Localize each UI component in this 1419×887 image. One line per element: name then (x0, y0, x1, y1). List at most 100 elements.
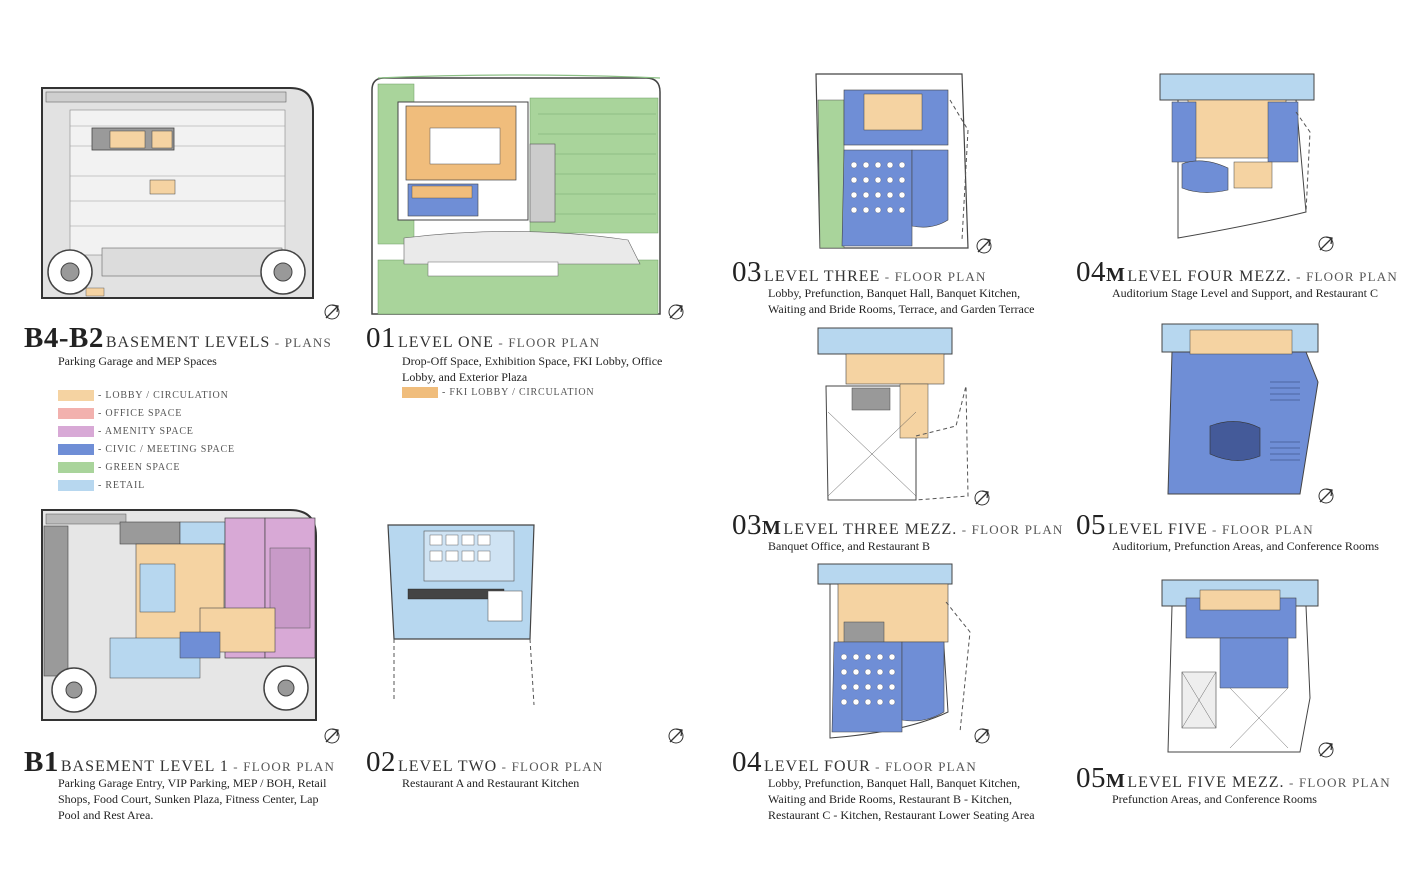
mezz-mark: M (1106, 264, 1126, 286)
level-name: LEVEL FOUR (764, 758, 871, 775)
legend-swatch (58, 479, 94, 491)
legend-swatch (402, 387, 438, 398)
desc-level-four-mezz: Auditorium Stage Level and Support, and … (1112, 285, 1378, 301)
level-code: 04 (1076, 256, 1106, 288)
desc-level-five-mezz: Prefunction Areas, and Conference Rooms (1112, 791, 1317, 807)
desc-line: Lobby, Prefunction, Banquet Hall, Banque… (768, 776, 1021, 790)
desc-level-four: Lobby, Prefunction, Banquet Hall, Banque… (768, 775, 1035, 823)
legend-label: - RETAIL (98, 479, 145, 491)
level-code: 05 (1076, 509, 1106, 541)
level-five-svg (1161, 323, 1319, 495)
desc-line: Waiting and Bride Rooms, Terrace, and Ga… (768, 302, 1035, 316)
level-kind: - FLOOR PLAN (497, 759, 604, 774)
north-arrow-icon (1316, 486, 1336, 506)
plan-level-three-drawing (812, 70, 972, 252)
level-code: B4-B2 (24, 322, 104, 354)
level-code: 01 (366, 322, 396, 354)
plan-b4-b2-drawing (40, 86, 315, 300)
level-kind: - FLOOR PLAN (228, 759, 336, 774)
legend-label: - FKI LOBBY / CIRCULATION (442, 387, 595, 398)
level-kind: - FLOOR PLAN (880, 269, 987, 284)
level-code: 04 (732, 746, 762, 778)
desc-line: Parking Garage and MEP Spaces (58, 354, 217, 368)
level-kind: - FLOOR PLAN (957, 522, 1064, 537)
level-five-mezz-svg (1161, 579, 1319, 753)
level-kind: - FLOOR PLAN (1291, 269, 1398, 284)
level-name: LEVEL THREE MEZZ. (783, 521, 958, 538)
level-kind: - FLOOR PLAN (1284, 775, 1391, 790)
level-name: LEVEL FOUR MEZZ. (1127, 268, 1292, 285)
north-arrow-icon (322, 302, 342, 322)
north-arrow-icon (322, 726, 342, 746)
desc-line: Restaurant A and Restaurant Kitchen (402, 776, 580, 790)
level-code: 03 (732, 256, 762, 288)
plan-level-five-drawing (1160, 322, 1320, 498)
desc-b4-b2: Parking Garage and MEP Spaces (58, 353, 217, 369)
legend-label: - OFFICE SPACE (98, 407, 183, 419)
legend-item: - RETAIL (58, 476, 235, 494)
level-kind: - FLOOR PLAN (870, 759, 977, 774)
legend-label: - LOBBY / CIRCULATION (98, 389, 229, 401)
level-name: BASEMENT LEVELS (105, 334, 271, 351)
desc-line: Pool and Rest Area. (58, 808, 154, 822)
desc-level-three: Lobby, Prefunction, Banquet Hall, Banque… (768, 285, 1034, 317)
desc-level-one: Drop-Off Space, Exhibition Space, FKI Lo… (402, 353, 662, 385)
legend-item: - LOBBY / CIRCULATION (58, 386, 235, 404)
legend-swatch (58, 389, 94, 401)
color-legend: - LOBBY / CIRCULATION - OFFICE SPACE - A… (58, 386, 235, 494)
desc-line: Lobby, Prefunction, Banquet Hall, Banque… (768, 286, 1021, 300)
north-arrow-icon (1316, 234, 1336, 254)
legend-swatch (58, 443, 94, 455)
level-name: LEVEL ONE (398, 334, 494, 351)
legend-item: - OFFICE SPACE (58, 404, 235, 422)
level-name: LEVEL FIVE (1108, 521, 1208, 538)
mezz-mark: M (762, 517, 782, 539)
desc-line: Restaurant C - Kitchen, Restaurant Lower… (768, 808, 1035, 822)
level-kind: - PLANS (270, 335, 332, 350)
desc-line: Banquet Office, and Restaurant B (768, 539, 931, 553)
legend-item: - GREEN SPACE (58, 458, 235, 476)
level-one-svg (371, 74, 661, 315)
legend-item: - CIVIC / MEETING SPACE (58, 440, 235, 458)
desc-line: Drop-Off Space, Exhibition Space, FKI Lo… (402, 354, 663, 368)
level-four-svg (817, 563, 971, 739)
desc-line: Auditorium, Prefunction Areas, and Confe… (1112, 539, 1379, 553)
legend-label: - AMENITY SPACE (98, 425, 194, 437)
plan-level-two-drawing (384, 521, 542, 713)
plan-level-four-mezz-drawing (1158, 72, 1316, 248)
north-arrow-icon (972, 488, 992, 508)
level-three-svg (815, 73, 969, 249)
level-code: 05 (1076, 762, 1106, 794)
level-code: 02 (366, 746, 396, 778)
level-four-mezz-svg (1159, 73, 1315, 239)
north-arrow-icon (666, 302, 686, 322)
b4-b2-svg (41, 87, 314, 299)
legend-swatch (58, 407, 94, 419)
desc-line: Prefunction Areas, and Conference Rooms (1112, 792, 1317, 806)
desc-line: Auditorium Stage Level and Support, and … (1112, 286, 1378, 300)
plan-b1-drawing (40, 508, 318, 722)
level-name: LEVEL FIVE MEZZ. (1127, 774, 1285, 791)
legend-swatch (58, 461, 94, 473)
north-arrow-icon (972, 726, 992, 746)
b1-svg (41, 509, 317, 721)
level-two-svg (387, 524, 535, 706)
desc-line: Parking Garage Entry, VIP Parking, MEP /… (58, 776, 327, 790)
level-kind: - FLOOR PLAN (1207, 522, 1314, 537)
fki-legend-item: - FKI LOBBY / CIRCULATION (402, 387, 594, 398)
plan-level-three-mezz-drawing (816, 326, 974, 502)
level-name: LEVEL TWO (398, 758, 498, 775)
north-arrow-icon (974, 236, 994, 256)
desc-line: Waiting and Bride Rooms, Restaurant B - … (768, 792, 1012, 806)
mezz-mark: M (1106, 770, 1126, 792)
desc-level-three-mezz: Banquet Office, and Restaurant B (768, 538, 930, 554)
desc-level-two: Restaurant A and Restaurant Kitchen (402, 775, 579, 791)
